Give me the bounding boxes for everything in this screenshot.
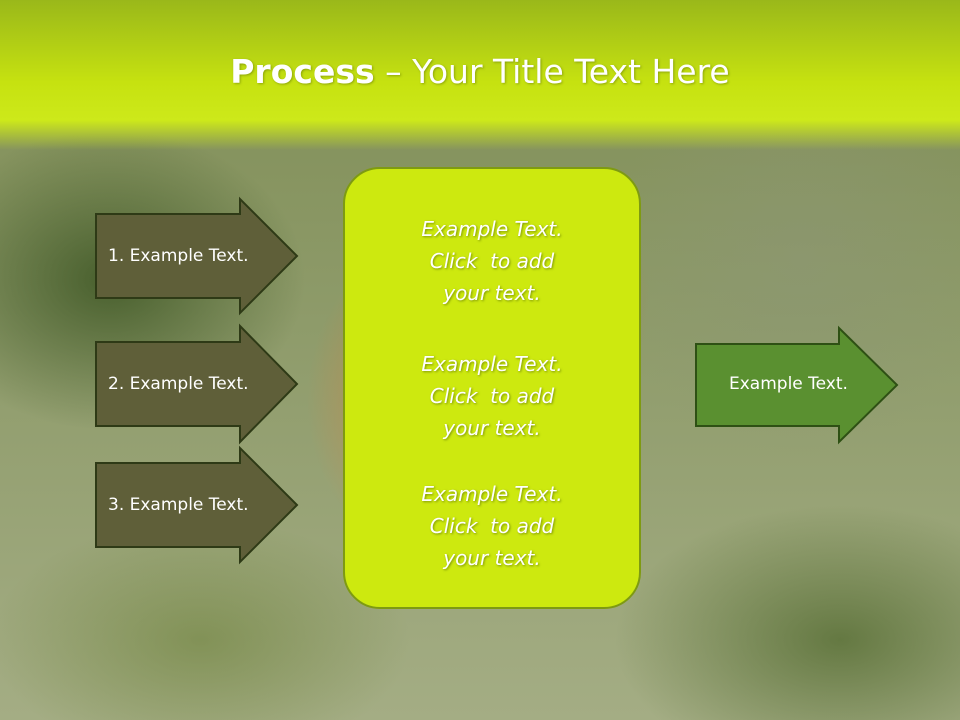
title-band xyxy=(0,0,960,150)
paragraph-line: Example Text. xyxy=(421,217,563,241)
paragraph-line: your text. xyxy=(443,281,541,305)
paragraph-line: your text. xyxy=(443,416,541,440)
input-arrow-2-label: 2. Example Text. xyxy=(108,374,249,394)
paragraph-line: Example Text. xyxy=(421,352,563,376)
paragraph-line: Click to add xyxy=(429,514,555,538)
center-box-paragraph-3: Example Text. Click to add your text. xyxy=(344,478,640,574)
paragraph-line: your text. xyxy=(443,546,541,570)
paragraph-line: Click to add xyxy=(429,384,555,408)
output-arrow-label: Example Text. xyxy=(729,374,848,394)
input-arrow-1-label: 1. Example Text. xyxy=(108,246,249,266)
center-box[interactable] xyxy=(343,167,641,609)
title-rest: – Your Title Text Here xyxy=(374,52,730,91)
paragraph-line: Example Text. xyxy=(421,482,563,506)
input-arrow-3[interactable] xyxy=(95,445,299,565)
input-arrow-2[interactable] xyxy=(95,323,299,445)
center-box-paragraph-2: Example Text. Click to add your text. xyxy=(344,348,640,444)
input-arrow-1[interactable] xyxy=(95,196,299,316)
center-box-paragraph-1: Example Text. Click to add your text. xyxy=(344,213,640,309)
title-bold: Process xyxy=(230,52,375,91)
input-arrow-3-label: 3. Example Text. xyxy=(108,495,249,515)
paragraph-line: Click to add xyxy=(429,249,555,273)
output-arrow[interactable] xyxy=(695,325,899,445)
page-title[interactable]: Process – Your Title Text Here xyxy=(0,52,960,91)
